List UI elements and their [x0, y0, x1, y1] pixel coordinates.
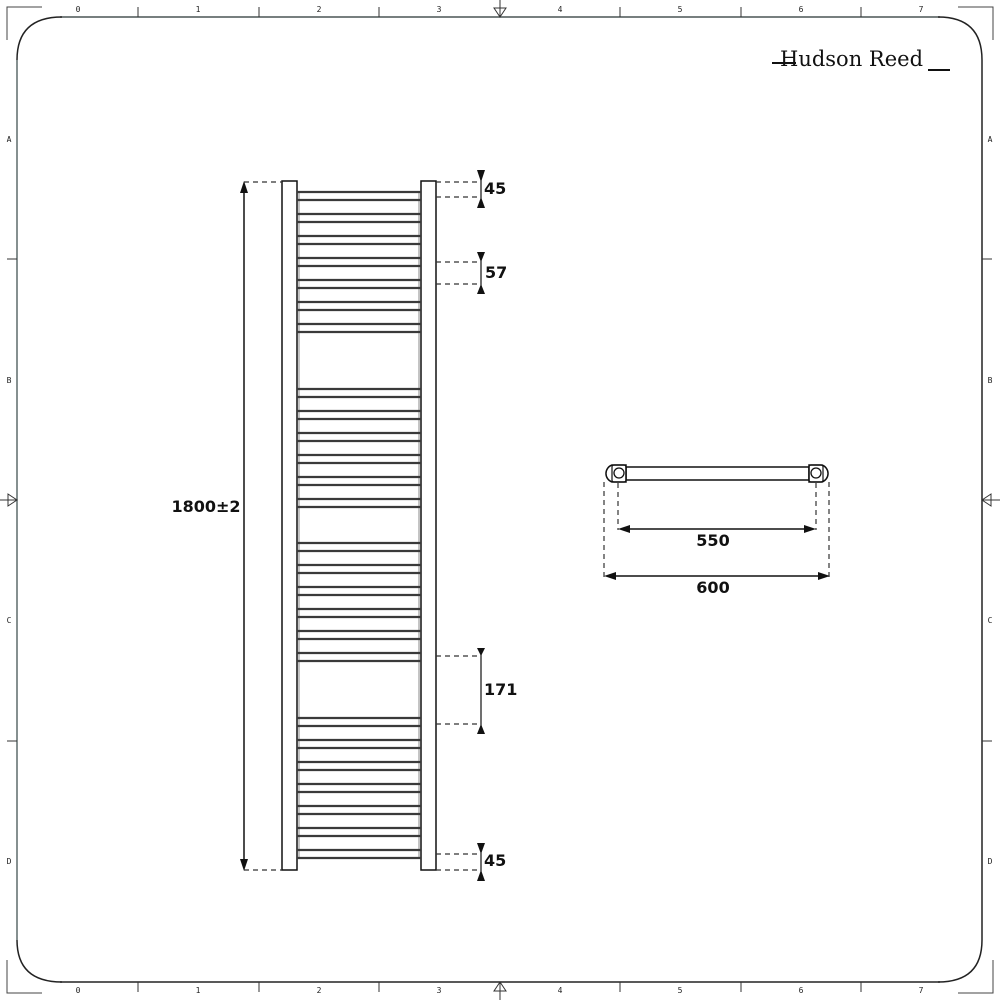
svg-text:6: 6	[799, 986, 804, 995]
svg-text:2: 2	[317, 986, 322, 995]
svg-text:45: 45	[484, 851, 506, 870]
drawing-border	[16, 16, 983, 983]
top-offset-dimension: 45	[436, 170, 506, 208]
bottom-offset-dimension: 45	[436, 843, 506, 881]
svg-text:45: 45	[484, 179, 506, 198]
overall-height-label: 1800±2	[171, 497, 240, 516]
svg-text:7: 7	[919, 986, 924, 995]
svg-text:6: 6	[799, 5, 804, 14]
svg-text:171: 171	[484, 680, 517, 699]
front-view	[281, 180, 437, 871]
svg-text:B: B	[7, 376, 12, 385]
height-dimension: 1800±2	[171, 181, 282, 871]
rail-spacing-dimension: 57	[436, 252, 507, 294]
horizontal-rails	[297, 190, 421, 860]
row-labels-left: A B C D	[7, 135, 12, 866]
right-upright	[420, 180, 437, 871]
bottom-ruler-ticks	[137, 982, 862, 992]
svg-text:7: 7	[919, 5, 924, 14]
svg-text:3: 3	[437, 986, 442, 995]
svg-text:2: 2	[317, 5, 322, 14]
svg-text:3: 3	[437, 5, 442, 14]
top-ruler-ticks	[137, 7, 862, 17]
svg-text:4: 4	[558, 986, 563, 995]
top-view-bar	[625, 466, 810, 481]
svg-text:0: 0	[76, 5, 81, 14]
svg-text:57: 57	[485, 263, 507, 282]
svg-text:1: 1	[196, 5, 201, 14]
svg-text:D: D	[7, 857, 12, 866]
brand-logo: Hudson Reed	[780, 47, 924, 71]
right-pipe-icon	[810, 467, 822, 479]
corner-marks	[6, 6, 994, 994]
svg-text:A: A	[7, 135, 12, 144]
side-ruler-ticks	[7, 258, 992, 742]
svg-text:0: 0	[76, 986, 81, 995]
overall-width-label: 600	[696, 578, 729, 597]
svg-text:1: 1	[196, 986, 201, 995]
top-view: 550 600	[603, 464, 830, 597]
row-labels-right: A B C D	[988, 135, 993, 866]
svg-text:C: C	[988, 616, 993, 625]
svg-text:A: A	[988, 135, 993, 144]
svg-text:C: C	[7, 616, 12, 625]
gap-dimension: 171	[436, 648, 517, 734]
column-labels-top: 0 1 2 3 4 5 6 7	[76, 5, 924, 14]
logo-underline-left	[772, 62, 796, 64]
arrow-up-icon	[240, 181, 248, 193]
arrow-down-icon	[240, 859, 248, 871]
svg-text:4: 4	[558, 5, 563, 14]
left-upright	[281, 180, 298, 871]
svg-text:5: 5	[678, 986, 683, 995]
svg-text:5: 5	[678, 5, 683, 14]
column-labels-bottom: 0 1 2 3 4 5 6 7	[76, 986, 924, 995]
centres-label: 550	[696, 531, 729, 550]
left-pipe-icon	[613, 467, 625, 479]
logo-underline-right	[928, 69, 950, 71]
svg-text:D: D	[988, 857, 993, 866]
svg-text:B: B	[988, 376, 993, 385]
